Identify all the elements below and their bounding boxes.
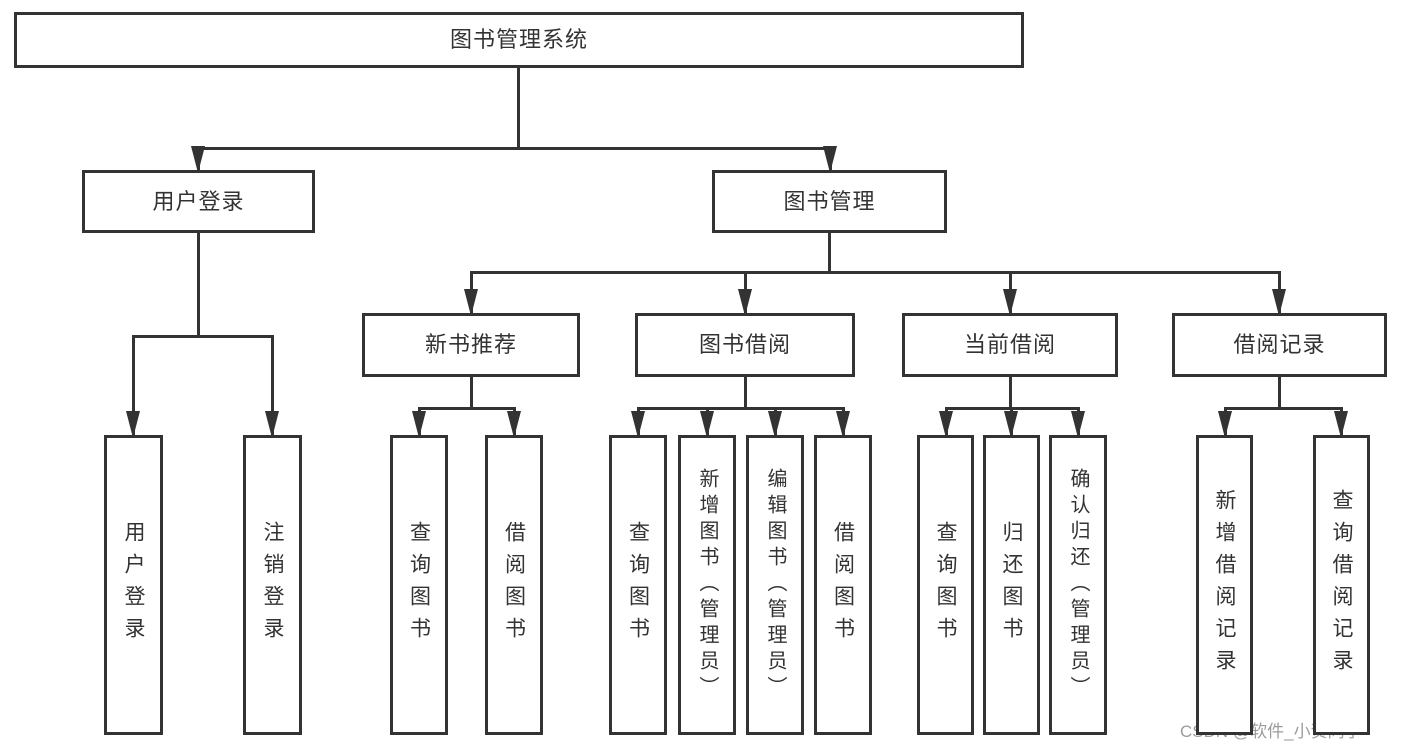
node-query-books-3: 查询图书 [917,435,974,735]
node-root: 图书管理系统 [14,12,1024,68]
node-add-borrow-record: 新增借阅记录 [1196,435,1253,735]
node-query-books-2: 查询图书 [609,435,667,735]
connector-line [1224,407,1343,410]
arrowhead-down-icon [1071,411,1085,438]
node-user-login: 用户登录 [82,170,315,233]
node-borrow-books-1: 借阅图书 [485,435,543,735]
arrowhead-down-icon [700,411,714,438]
connector-line [1009,377,1012,408]
node-add-books-admin: 新增图书（管理员） [678,435,736,735]
connector-line [418,407,516,410]
arrowhead-down-icon [507,411,521,438]
arrowhead-down-icon [191,146,205,173]
connector-line [271,335,274,436]
node-confirm-return-admin: 确认归还（管理员） [1049,435,1107,735]
node-query-books-1: 查询图书 [390,435,448,735]
node-current-borrowing: 当前借阅 [902,313,1118,377]
arrowhead-down-icon [836,411,850,438]
connector-line [197,233,200,336]
arrowhead-down-icon [126,411,140,438]
arrowhead-down-icon [1272,289,1286,316]
connector-line [132,335,274,338]
node-return-books: 归还图书 [983,435,1040,735]
connector-line [470,271,1281,274]
node-book-management: 图书管理 [712,170,947,233]
arrowhead-down-icon [1004,411,1018,438]
node-edit-books-admin: 编辑图书（管理员） [746,435,804,735]
connector-line [744,377,747,408]
arrowhead-down-icon [265,411,279,438]
node-logout-leaf: 注销登录 [243,435,302,735]
arrowhead-down-icon [823,146,837,173]
connector-line [1278,377,1281,408]
connector-line [517,68,520,148]
node-book-borrowing: 图书借阅 [635,313,855,377]
arrowhead-down-icon [412,411,426,438]
arrowhead-down-icon [464,289,478,316]
arrowhead-down-icon [768,411,782,438]
arrowhead-down-icon [1003,289,1017,316]
node-new-book-recommend: 新书推荐 [362,313,580,377]
node-borrow-books-2: 借阅图书 [814,435,872,735]
arrowhead-down-icon [939,411,953,438]
connector-line [470,377,473,408]
connector-line [197,147,832,150]
node-user-login-leaf: 用户登录 [104,435,163,735]
connector-line [637,407,845,410]
node-query-borrow-record: 查询借阅记录 [1313,435,1370,735]
arrowhead-down-icon [1334,411,1348,438]
arrowhead-down-icon [738,289,752,316]
connector-line [132,335,135,436]
node-borrowing-records: 借阅记录 [1172,313,1387,377]
arrowhead-down-icon [1218,411,1232,438]
connector-line [828,233,831,272]
arrowhead-down-icon [631,411,645,438]
